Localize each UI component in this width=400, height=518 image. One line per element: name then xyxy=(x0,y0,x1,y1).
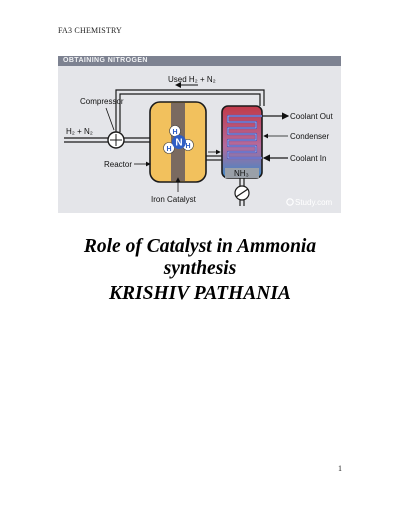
iron-catalyst-label: Iron Catalyst xyxy=(151,195,197,204)
haber-process-figure: OBTAINING NITROGEN Used H₂ + N₂ H₂ + N₂ xyxy=(58,56,341,213)
feed-gases-label: H₂ + N₂ xyxy=(66,127,93,136)
used-gases-label: Used H₂ + N₂ xyxy=(168,75,216,84)
watermark-text: Study.com xyxy=(295,198,333,207)
hydrogen-symbol: H xyxy=(166,146,171,153)
ammonia-label: NH₃ xyxy=(234,169,249,178)
coolant-in-label: Coolant In xyxy=(290,154,326,163)
compressor-pointer xyxy=(105,107,115,131)
compressor-label: Compressor xyxy=(80,97,124,106)
figure-title-band: OBTAINING NITROGEN xyxy=(58,56,341,66)
document-title-line-1: Role of Catalyst in Ammonia xyxy=(83,236,317,257)
compressor-to-reactor-pipe xyxy=(124,137,150,143)
ammonia-collector xyxy=(225,168,259,178)
page-number: 1 xyxy=(338,464,342,473)
ammonia-molecule: N H H H xyxy=(163,125,194,154)
condenser-label: Condenser xyxy=(290,132,329,141)
figure-band-title: OBTAINING NITROGEN xyxy=(63,57,148,64)
coolant-out-label: Coolant Out xyxy=(290,112,333,121)
document-author: KRISHIV PATHANIA xyxy=(109,283,291,304)
hydrogen-atom xyxy=(163,142,175,154)
watermark-icon xyxy=(286,198,294,206)
nitrogen-atom xyxy=(172,135,186,149)
reactor-to-condenser-pipe xyxy=(206,155,222,161)
reactor-label: Reactor xyxy=(104,160,132,169)
page-header: FA3 CHEMISTRY xyxy=(58,26,123,35)
document-title-line-2: synthesis xyxy=(163,258,237,279)
compressor-impeller-icon xyxy=(110,134,122,146)
recycle-pipe xyxy=(115,89,265,132)
hydrogen-symbol: H xyxy=(185,143,190,150)
process-diagram: Used H₂ + N₂ H₂ + N₂ Compressor Reactor … xyxy=(64,75,333,207)
nitrogen-symbol: N xyxy=(175,138,182,149)
valve-handle-icon xyxy=(235,188,249,198)
hydrogen-symbol: H xyxy=(172,129,177,136)
feed-pipe xyxy=(64,137,110,143)
